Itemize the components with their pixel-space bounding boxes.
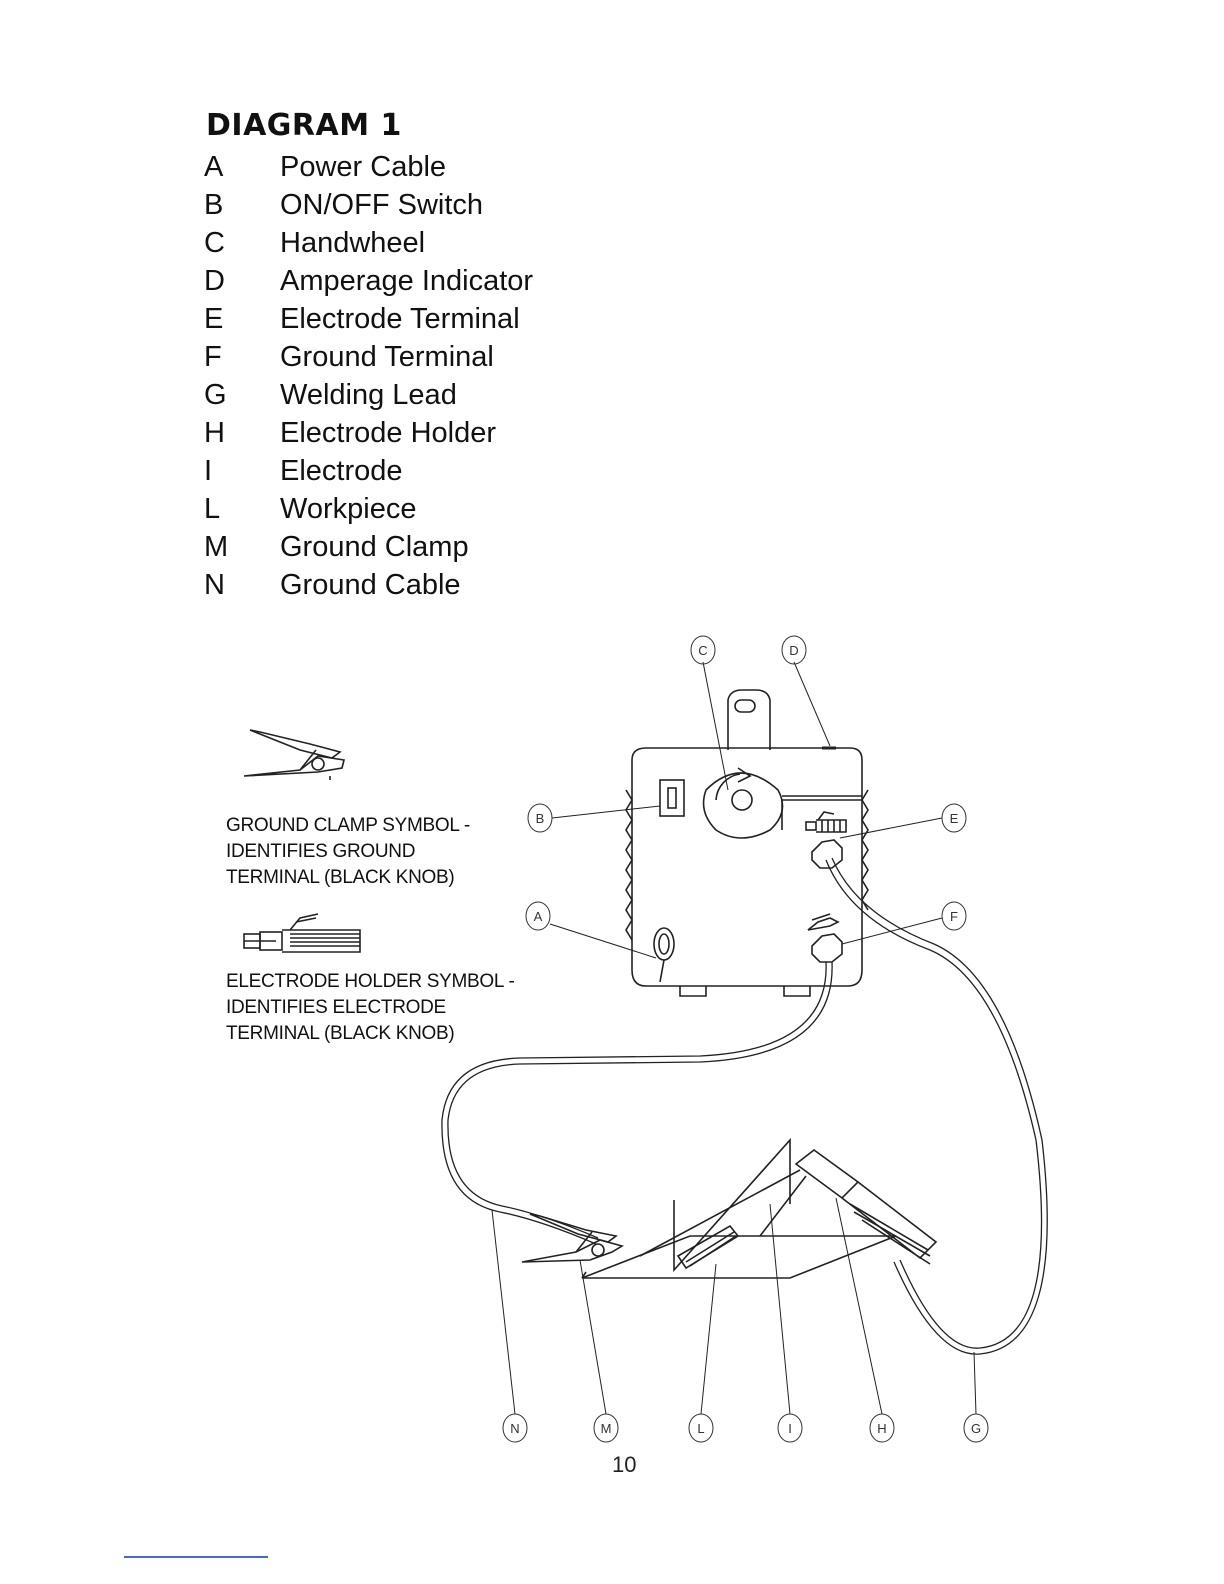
legend-letter: H	[204, 417, 225, 449]
ground-terminal	[807, 913, 843, 963]
caption-line: ELECTRODE HOLDER SYMBOL -	[226, 971, 515, 992]
legend-letter: N	[204, 569, 225, 601]
legend-letter: G	[204, 379, 227, 411]
callout-g: G	[963, 1413, 989, 1443]
callout-h: H	[869, 1413, 895, 1443]
callout-label: E	[950, 811, 959, 826]
callout-label: C	[698, 643, 707, 658]
callout-m: M	[593, 1413, 619, 1443]
power-cable	[653, 927, 675, 983]
caption-line: TERMINAL (BLACK KNOB)	[226, 867, 455, 888]
handwheel	[702, 767, 784, 839]
callout-label: N	[510, 1421, 519, 1436]
callout-n: N	[502, 1413, 528, 1443]
callout-label: F	[950, 909, 958, 924]
callout-label: L	[697, 1421, 704, 1436]
legend-letter: C	[204, 227, 225, 259]
callout-l: L	[688, 1413, 714, 1443]
legend-letter: M	[204, 531, 229, 563]
callout-label: M	[601, 1421, 612, 1436]
electrode-holder	[639, 1148, 938, 1265]
legend-letter: A	[204, 151, 224, 183]
callout-e: E	[941, 803, 967, 833]
legend-letter: L	[204, 493, 221, 525]
electrode-terminal	[805, 811, 847, 869]
callout-a: A	[525, 901, 551, 931]
leader-lines	[491, 661, 977, 1415]
legend-label: Ground Cable	[280, 569, 461, 601]
page-number: 10	[612, 1452, 637, 1477]
legend-label: Handwheel	[280, 227, 426, 259]
callout-label: A	[534, 909, 543, 924]
electrode-holder-symbol-icon	[243, 913, 361, 953]
legend-label: Power Cable	[280, 151, 447, 183]
ground-clamp-symbol-caption: GROUND CLAMP SYMBOL - IDENTIFIES GROUND …	[226, 813, 470, 891]
callout-b: B	[527, 803, 553, 833]
footer-divider	[124, 1556, 268, 1558]
caption-line: IDENTIFIES ELECTRODE	[226, 997, 446, 1018]
caption-line: IDENTIFIES GROUND	[226, 841, 416, 862]
legend-label: Welding Lead	[280, 379, 457, 411]
ground-clamp-symbol-icon	[243, 729, 345, 780]
legend-label: Ground Terminal	[280, 341, 494, 373]
welding-lead	[825, 857, 1048, 1355]
callout-d: D	[781, 635, 807, 665]
legend-label: Electrode Holder	[280, 417, 496, 449]
electrode-holder-symbol-caption: ELECTRODE HOLDER SYMBOL - IDENTIFIES ELE…	[226, 969, 515, 1047]
legend-letter: D	[204, 265, 225, 297]
legend-label: ON/OFF Switch	[280, 189, 484, 221]
caption-line: GROUND CLAMP SYMBOL -	[226, 815, 470, 836]
legend-label: Ground Clamp	[280, 531, 469, 563]
welder-machine	[625, 689, 869, 997]
ground-cable	[441, 961, 833, 1245]
callout-label: H	[877, 1421, 886, 1436]
diagram-title: DIAGRAM 1	[206, 108, 402, 143]
legend-letter: F	[204, 341, 222, 373]
callout-label: G	[971, 1421, 981, 1436]
callout-i: I	[777, 1413, 803, 1443]
legend-label: Electrode	[280, 455, 403, 487]
callout-f: F	[941, 901, 967, 931]
on-off-switch	[659, 779, 685, 817]
legend-letter: B	[204, 189, 224, 221]
legend-label: Workpiece	[280, 493, 417, 525]
callout-label: D	[789, 643, 798, 658]
callout-label: I	[788, 1421, 792, 1436]
callout-label: B	[536, 811, 545, 826]
legend-letter: E	[204, 303, 224, 335]
legend-letter: I	[204, 455, 213, 487]
legend-label: Electrode Terminal	[280, 303, 520, 335]
caption-line: TERMINAL (BLACK KNOB)	[226, 1023, 455, 1044]
callout-c: C	[690, 635, 716, 665]
ground-clamp	[521, 1213, 625, 1263]
legend-label: Amperage Indicator	[280, 265, 534, 297]
